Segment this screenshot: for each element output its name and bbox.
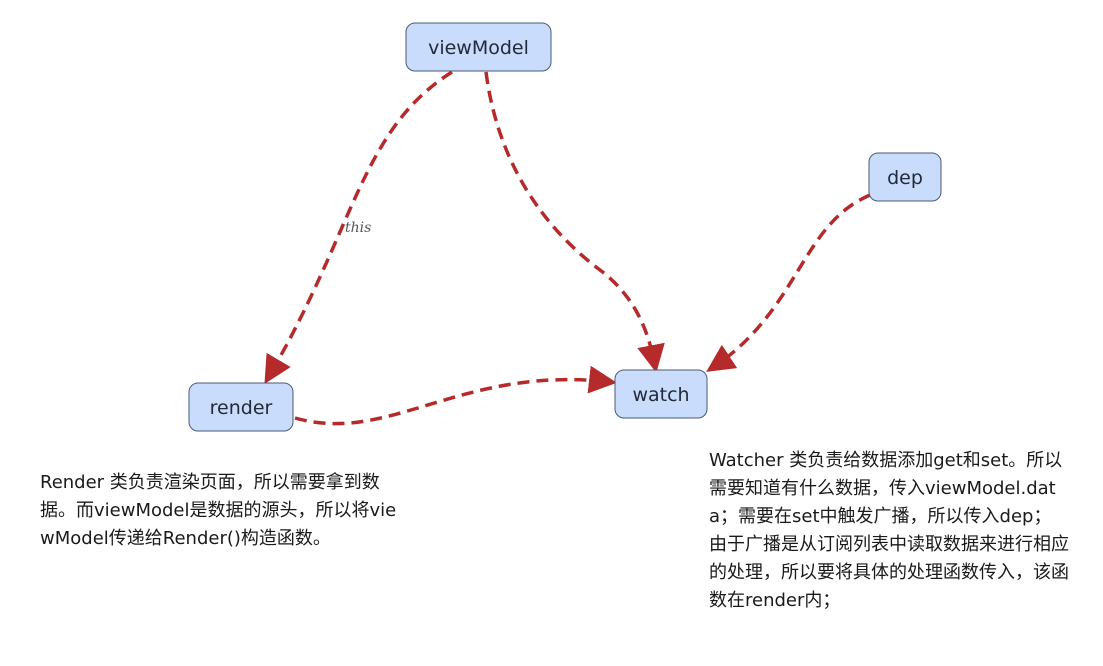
edge-label-this: this xyxy=(345,220,371,236)
watcher-note: Watcher 类负责给数据添加get和set。所以需要知道有什么数据，传入vi… xyxy=(709,450,1069,611)
edges: this xyxy=(264,70,871,426)
edge-viewmodel-to-watch xyxy=(484,71,665,373)
node-watch-label: watch xyxy=(632,384,689,406)
edge-dep-to-watch xyxy=(706,193,871,372)
node-viewmodel[interactable]: viewModel xyxy=(405,22,552,72)
render-note: Render 类负责渲染页面，所以需要拿到数据。而viewModel是数据的源头… xyxy=(40,472,397,549)
node-dep-label: dep xyxy=(887,167,923,189)
edge-viewmodel-to-render xyxy=(264,70,453,385)
node-dep[interactable]: dep xyxy=(868,152,942,202)
node-render[interactable]: render xyxy=(188,382,294,432)
node-viewmodel-label: viewModel xyxy=(428,37,529,59)
node-render-label: render xyxy=(210,397,273,419)
edge-render-to-watch xyxy=(294,365,617,426)
node-watch[interactable]: watch xyxy=(614,369,708,419)
